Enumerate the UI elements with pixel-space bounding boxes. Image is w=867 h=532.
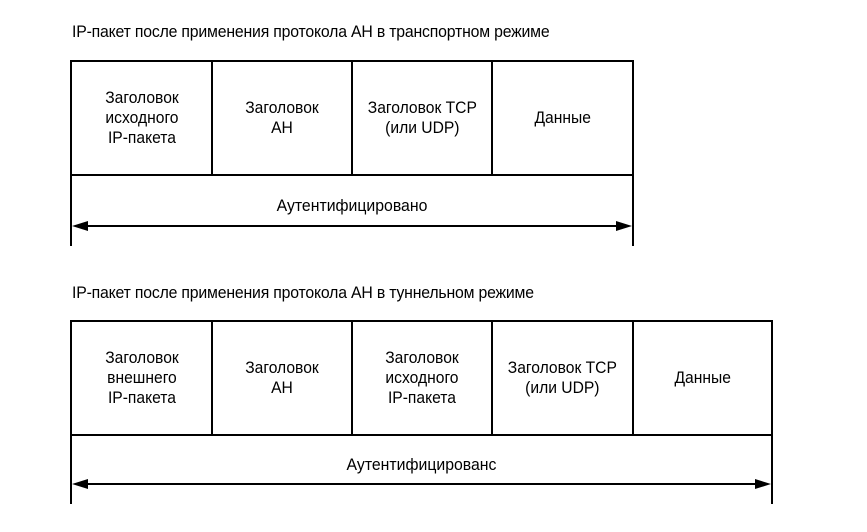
field-ah-header: Заголовок AH [213, 62, 353, 174]
field-original-ip-header: Заголовок исходного IP-пакета [353, 322, 493, 434]
transport-auth-label: Аутентифицировано [276, 196, 428, 215]
transport-mode-packet: Заголовок исходного IP-пакета Заголовок … [70, 60, 634, 176]
transport-span-arrow [70, 176, 634, 246]
tunnel-mode-title: IP-пакет после применения протокола AH в… [72, 283, 534, 302]
transport-mode-title: IP-пакет после применения протокола AH в… [72, 22, 550, 41]
tunnel-span-arrow [70, 436, 773, 504]
field-original-ip-header: Заголовок исходного IP-пакета [72, 62, 213, 174]
field-data: Данные [534, 108, 591, 127]
field-tcp-udp-header: Заголовок TCP (или UDP) [493, 322, 634, 434]
tunnel-auth-label: Аутентифицированс [346, 455, 497, 474]
field-data: Данные [674, 368, 731, 387]
tunnel-mode-packet: Заголовок внешнего IP-пакета Заголовок A… [70, 320, 773, 436]
field-ah-header: Заголовок AH [213, 322, 353, 434]
field-outer-ip-header: Заголовок внешнего IP-пакета [72, 322, 213, 434]
field-tcp-udp-header: Заголовок TCP (или UDP) [353, 62, 493, 174]
